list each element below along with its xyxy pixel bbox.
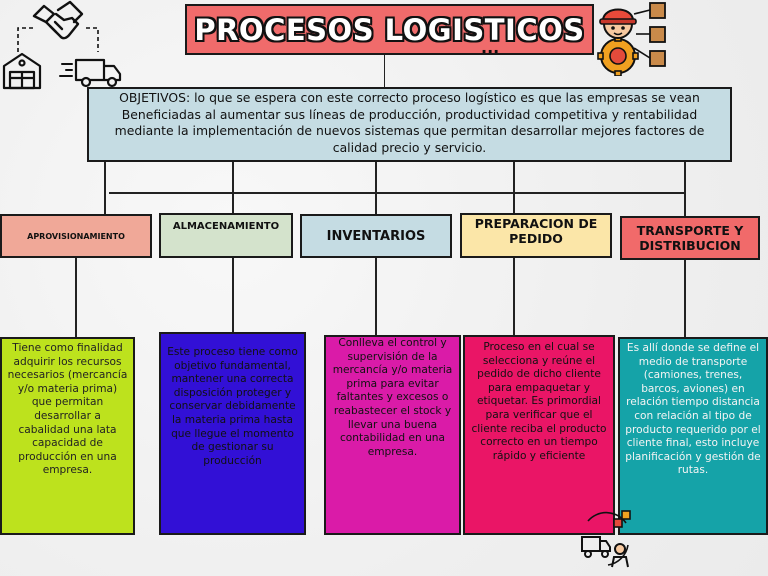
category-almacenamiento: ALMACENAMIENTO (159, 213, 293, 258)
worker-boxes-icon (597, 2, 666, 76)
category-transporte: TRANSPORTE Y DISTRIBUCION (620, 216, 760, 260)
objectives-box: OBJETIVOS: lo que se espera con este cor… (87, 87, 732, 162)
connector-9 (513, 258, 515, 336)
connector-1 (104, 160, 106, 214)
objectives-text: OBJETIVOS: lo que se espera con este cor… (114, 90, 705, 155)
category-label: TRANSPORTE Y DISTRIBUCION (636, 223, 744, 253)
connector-8 (375, 258, 377, 336)
category-preparacion: PREPARACION DE PEDIDO (460, 213, 612, 258)
page-title: PROCESOS LOGISTICOS (194, 12, 585, 47)
description-text: Proceso en el cual se selecciona y reúne… (471, 341, 607, 462)
handshake-warehouse-truck-icon (2, 0, 122, 90)
connector-10 (684, 260, 686, 338)
horizontal-connector (109, 192, 686, 194)
category-inventarios: INVENTARIOS (300, 214, 452, 258)
description-aprovisionamiento: Tiene como finalidad adquirir los recurs… (0, 337, 135, 535)
category-label: ALMACENAMIENTO (172, 221, 280, 232)
description-text: Es allí donde se define el medio de tran… (625, 342, 761, 477)
description-text: Este proceso tiene como objetivo fundame… (167, 346, 298, 467)
delivery-cart-icon (581, 510, 631, 568)
connector-3 (375, 160, 377, 214)
description-preparacion: Proceso en el cual se selecciona y reúne… (463, 335, 615, 535)
title-connector (384, 54, 385, 88)
connector-2 (232, 160, 234, 214)
description-inventarios: Conlleva el control y supervisión de la … (324, 335, 461, 535)
description-text: Conlleva el control y supervisión de la … (332, 337, 453, 458)
title-ellipsis: ... (481, 38, 500, 57)
connector-4 (513, 160, 515, 214)
connector-7 (232, 258, 234, 334)
category-aprovisionamiento: APROVISIONAMIENTO (0, 214, 152, 258)
category-label: INVENTARIOS (326, 228, 426, 244)
connector-6 (75, 258, 77, 338)
connector-5 (684, 160, 686, 216)
category-label: PREPARACION DE PEDIDO (474, 216, 598, 246)
category-label: APROVISIONAMIENTO (27, 231, 125, 241)
description-text: Tiene como finalidad adquirir los recurs… (7, 342, 128, 477)
description-almacenamiento: Este proceso tiene como objetivo fundame… (159, 332, 306, 535)
title-box: PROCESOS LOGISTICOS (185, 4, 594, 55)
description-transporte: Es allí donde se define el medio de tran… (618, 337, 768, 535)
